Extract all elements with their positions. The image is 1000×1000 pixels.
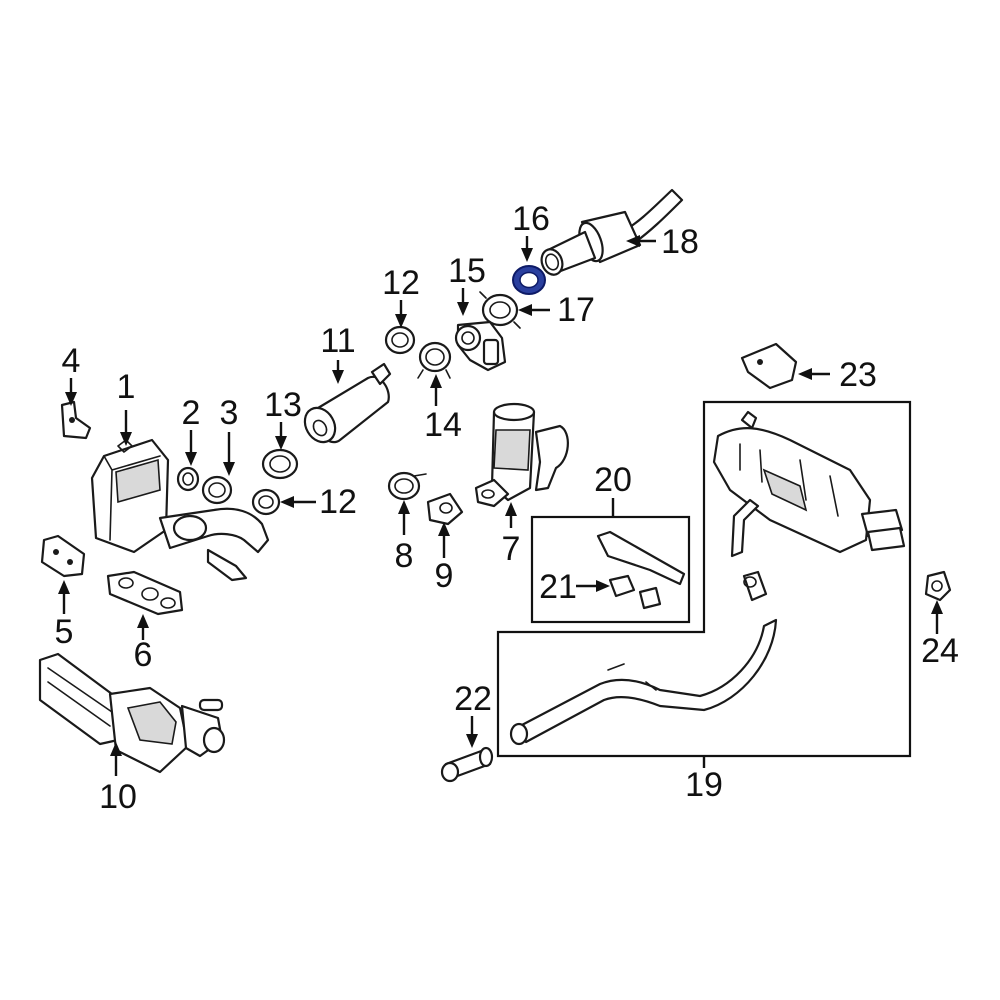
- callout-7[interactable]: 7: [502, 530, 521, 568]
- converter-7[interactable]: [474, 402, 569, 508]
- callout-11[interactable]: 11: [320, 322, 355, 360]
- callout-8[interactable]: 8: [395, 537, 414, 575]
- callout-12-upper[interactable]: 12: [382, 264, 420, 302]
- callout-22[interactable]: 22: [454, 680, 492, 718]
- callout-15[interactable]: 15: [448, 252, 486, 290]
- callout-14[interactable]: 14: [424, 406, 462, 444]
- rear-muffler-19[interactable]: [712, 410, 906, 558]
- clamp-17[interactable]: [479, 291, 521, 329]
- clamp-14[interactable]: [417, 341, 452, 379]
- hanger-bracket-20[interactable]: [596, 530, 686, 586]
- gasket-6[interactable]: [106, 570, 184, 616]
- callout-18[interactable]: 18: [661, 223, 699, 261]
- catalytic-converter-1[interactable]: [90, 438, 270, 582]
- bracket-4[interactable]: [60, 400, 92, 440]
- bracket-23[interactable]: [740, 342, 798, 390]
- callout-20[interactable]: 20: [594, 461, 632, 499]
- valve-body-15[interactable]: [454, 320, 507, 372]
- ring-12-upper[interactable]: [384, 325, 416, 355]
- callout-12-lower[interactable]: 12: [319, 483, 357, 521]
- gasket-16[interactable]: [512, 265, 546, 295]
- clamp-22[interactable]: [440, 746, 494, 783]
- callout-4[interactable]: 4: [62, 342, 81, 380]
- clamp-3[interactable]: [201, 475, 233, 505]
- callout-16[interactable]: 16: [512, 200, 550, 238]
- callout-19[interactable]: 19: [685, 766, 723, 804]
- callout-17[interactable]: 17: [557, 291, 595, 329]
- bracket-5[interactable]: [40, 534, 86, 578]
- intermediate-pipe-19[interactable]: [509, 618, 778, 746]
- callout-labels: 1 2 3 4 5 6 7 8 9 10 11 12 12 13 14 15 1…: [55, 200, 959, 816]
- callout-6[interactable]: 6: [134, 636, 153, 674]
- assembly-box-19: [496, 400, 912, 758]
- gasket-2[interactable]: [176, 466, 200, 492]
- hanger-24[interactable]: [924, 570, 952, 602]
- flange-9[interactable]: [426, 492, 464, 526]
- egr-cooler-10[interactable]: [38, 652, 226, 774]
- callout-10[interactable]: 10: [99, 778, 137, 816]
- callout-1[interactable]: 1: [117, 368, 136, 406]
- insulator-21[interactable]: [608, 574, 662, 610]
- leader-lines: [58, 235, 943, 776]
- ring-12-lower[interactable]: [251, 488, 281, 516]
- pipe-coupler-19[interactable]: [742, 570, 768, 602]
- clamp-8[interactable]: [387, 471, 427, 501]
- callout-2[interactable]: 2: [182, 394, 201, 432]
- callout-9[interactable]: 9: [435, 557, 454, 595]
- callout-13[interactable]: 13: [264, 386, 302, 424]
- callout-3[interactable]: 3: [220, 394, 239, 432]
- callout-24[interactable]: 24: [921, 632, 959, 670]
- clamp-13[interactable]: [261, 448, 299, 480]
- callout-21[interactable]: 21: [539, 568, 577, 606]
- front-pipe-18[interactable]: [538, 188, 684, 278]
- callout-5[interactable]: 5: [55, 613, 74, 651]
- hanger-kit-box-20: [530, 515, 691, 624]
- filter-11[interactable]: [299, 362, 392, 448]
- callout-23[interactable]: 23: [839, 356, 877, 394]
